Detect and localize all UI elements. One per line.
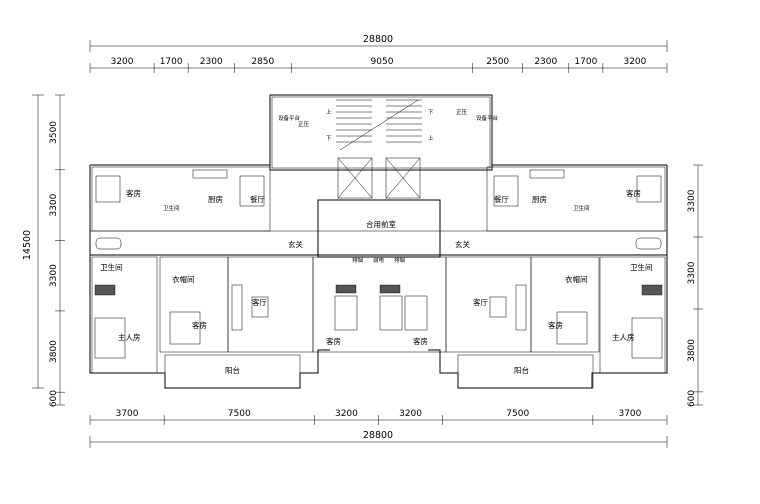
label-shared-lobby: 合用前室 bbox=[366, 219, 396, 229]
room-labels: 客房 卫生间 厨房 餐厅 玄关 合用前室 客厅 衣帽间 卫生间 客房 主人房 阳… bbox=[100, 108, 653, 375]
dim-left_segments-3: 3800 bbox=[49, 340, 59, 363]
bottom-overall-dim: 28800 bbox=[363, 430, 393, 441]
dim-top_segments-2: 2300 bbox=[200, 57, 223, 67]
label-bath-left: 卫生间 bbox=[100, 262, 123, 272]
label-guest-room-right: 客房 bbox=[548, 320, 563, 330]
dim-top_segments-5: 2500 bbox=[486, 57, 509, 67]
label-bath-tl: 卫生间 bbox=[163, 204, 180, 212]
label-master-left: 主人房 bbox=[118, 332, 141, 342]
dim-left_segments-0: 3500 bbox=[49, 121, 59, 144]
label-pressure-left: 正压 bbox=[298, 121, 310, 128]
dim-right_segments-3: 600 bbox=[687, 390, 697, 407]
dim-left_segments-1: 3300 bbox=[49, 193, 59, 216]
furniture bbox=[94, 169, 663, 359]
label-stair-down-left: 下 bbox=[326, 135, 332, 142]
dim-right_segments-0: 3300 bbox=[687, 189, 697, 212]
dim-top_segments-6: 2300 bbox=[534, 57, 557, 67]
dim-top_segments-0: 3200 bbox=[111, 57, 134, 67]
label-balcony-right: 阳台 bbox=[514, 365, 529, 375]
label-bath-tr: 卫生间 bbox=[573, 204, 590, 212]
label-closet-left: 衣帽间 bbox=[172, 274, 195, 284]
dim-left_segments-2: 3300 bbox=[49, 264, 59, 287]
dim-bottom_segments-0: 3700 bbox=[116, 409, 139, 419]
label-pressure-right: 正压 bbox=[456, 109, 468, 116]
building-walls bbox=[89, 94, 668, 389]
label-guest-room-tr: 客房 bbox=[626, 188, 641, 198]
label-foyer-left: 玄关 bbox=[288, 239, 303, 249]
label-dining-left: 餐厅 bbox=[250, 195, 265, 204]
dim-bottom_segments-2: 3200 bbox=[335, 409, 358, 419]
label-foyer-right: 玄关 bbox=[455, 239, 470, 249]
dim-top_segments-3: 2850 bbox=[251, 57, 274, 67]
label-balcony-left: 阳台 bbox=[225, 365, 240, 375]
label-guest-room-cr: 客房 bbox=[413, 336, 428, 346]
label-living-left: 客厅 bbox=[252, 297, 267, 307]
label-stair-up-right: 上 bbox=[428, 134, 434, 142]
bottom-dimension-chain: 3700 7500 3200 3200 7500 3700 28800 bbox=[89, 409, 668, 448]
dim-left_segments-4: 600 bbox=[49, 390, 59, 407]
label-stair-up-left: 上 bbox=[326, 108, 332, 116]
stair-break-line bbox=[339, 99, 419, 151]
label-dining-right: 餐厅 bbox=[494, 195, 509, 204]
label-kitchen-left: 厨房 bbox=[208, 194, 223, 204]
label-smoke-left: 排烟 bbox=[352, 256, 364, 264]
label-weak-current: 弱电 bbox=[373, 256, 385, 264]
top-dimension-chain: 28800 3200 1700 2300 2850 9050 2500 2300 1700 32… bbox=[89, 34, 668, 73]
dim-bottom_segments-1: 7500 bbox=[228, 409, 251, 419]
dim-bottom_segments-5: 3700 bbox=[618, 409, 641, 419]
label-guest-room-left: 客房 bbox=[192, 320, 207, 330]
top-overall-dim: 28800 bbox=[363, 34, 393, 45]
dim-top_segments-8: 3200 bbox=[623, 57, 646, 67]
right-dimension-chain: 3300 3300 3800 600 bbox=[687, 164, 703, 407]
dim-top_segments-4: 9050 bbox=[371, 57, 394, 67]
left-dimension-chain: 14500 3500 3300 3300 3800 600 bbox=[22, 94, 65, 407]
label-bath-right: 卫生间 bbox=[630, 262, 653, 272]
label-living-right: 客厅 bbox=[473, 297, 488, 307]
label-guest-room-cl: 客房 bbox=[326, 336, 341, 346]
label-closet-right: 衣帽间 bbox=[565, 274, 588, 284]
dim-top_segments-1: 1700 bbox=[160, 57, 183, 67]
dim-bottom_segments-3: 3200 bbox=[399, 409, 422, 419]
label-master-right: 主人房 bbox=[612, 332, 635, 342]
dim-right_segments-2: 3800 bbox=[687, 339, 697, 362]
dim-right_segments-1: 3300 bbox=[687, 261, 697, 284]
label-equipment-left: 设备平台 bbox=[278, 114, 301, 122]
stair-treads bbox=[336, 99, 422, 151]
label-equipment-right: 设备平台 bbox=[476, 114, 499, 122]
label-kitchen-right: 厨房 bbox=[532, 194, 547, 204]
label-smoke-right: 排烟 bbox=[394, 256, 406, 264]
label-stair-down-right: 下 bbox=[428, 109, 434, 116]
dim-bottom_segments-4: 7500 bbox=[506, 409, 529, 419]
left-overall-dim: 14500 bbox=[22, 230, 33, 260]
label-guest-room-tl: 客房 bbox=[126, 188, 141, 198]
dim-top_segments-7: 1700 bbox=[574, 57, 597, 67]
